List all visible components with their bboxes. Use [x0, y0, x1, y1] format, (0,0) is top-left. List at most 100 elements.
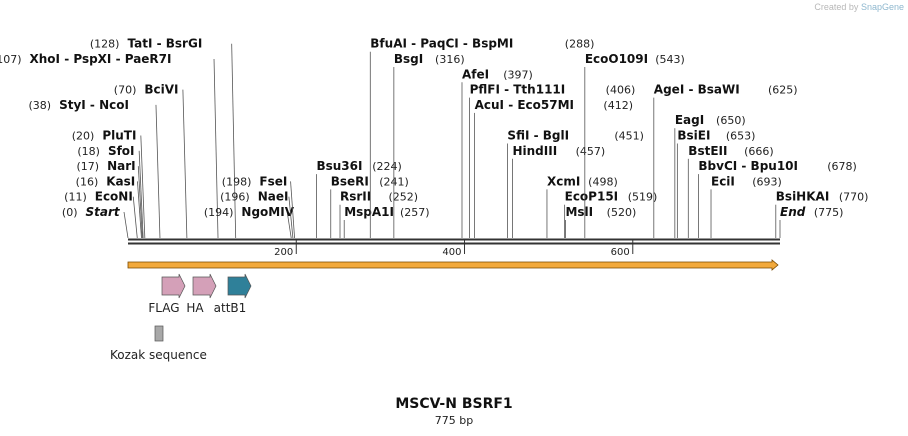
site-label: HindIII: [512, 144, 557, 158]
site-label: AgeI - BsaWI: [654, 83, 740, 97]
site-label: EcoO109I: [585, 52, 648, 66]
site-leader-line: [213, 58, 219, 239]
site-leader-line: [286, 211, 292, 239]
sequence-length: 775 bp: [434, 414, 474, 427]
site-leader-line: [231, 43, 237, 239]
site-position: (20): [72, 130, 95, 143]
site-position: (70): [114, 84, 137, 97]
site-label: NarI: [107, 159, 136, 173]
tick-label: 200: [274, 247, 293, 258]
site-position: (11): [64, 191, 87, 204]
site-label: KasI: [106, 174, 135, 188]
site-label: EciI: [711, 174, 735, 188]
site-position: (650): [716, 114, 746, 127]
site-position: (128): [90, 38, 120, 51]
site-label: PluTI: [102, 129, 136, 143]
site-position: (288): [565, 38, 595, 51]
site-position: (38): [28, 99, 51, 112]
site-label: TatI - BsrGI: [127, 37, 202, 51]
site-position: (224): [372, 160, 402, 173]
site-label: XcmI: [547, 174, 580, 188]
site-leader-line: [182, 89, 188, 239]
site-position: (18): [77, 145, 100, 158]
site-position: (194): [204, 206, 234, 219]
site-label: Start: [86, 205, 121, 219]
site-label: BsiEI: [677, 129, 710, 143]
site-position: (653): [726, 130, 756, 143]
site-position: (678): [827, 160, 857, 173]
site-leader-line: [290, 181, 295, 239]
site-position: (412): [603, 99, 633, 112]
site-leader-line: [137, 166, 143, 239]
site-position: (693): [752, 175, 782, 188]
site-label: End: [780, 205, 806, 219]
site-position: (406): [606, 84, 636, 97]
site-leader-line: [138, 150, 144, 239]
flag-feature-arrow: [161, 273, 186, 299]
map-title: MSCV-N BSRF1: [395, 396, 513, 412]
site-position: (519): [628, 191, 658, 204]
site-label: XhoI - PspXI - PaeR7I: [30, 52, 172, 66]
site-position: (457): [576, 145, 606, 158]
credit-prefix: Created by: [814, 2, 859, 12]
site-label: BsiHKAI: [776, 190, 830, 204]
snapgene-credit: Created by SnapGene: [814, 2, 904, 12]
site-label: AcuI - Eco57MI: [475, 98, 574, 112]
site-position: (257): [400, 206, 430, 219]
site-label: BciVI: [144, 83, 178, 97]
site-label: SfiI - BglI: [507, 129, 569, 143]
site-label: EagI: [675, 113, 704, 127]
site-position: (196): [220, 191, 250, 204]
site-label: PflFI - Tth111I: [470, 83, 566, 97]
site-position: (520): [607, 206, 637, 219]
site-label: StyI - NcoI: [59, 98, 129, 112]
site-position: (107): [0, 53, 22, 66]
tick-label: 400: [442, 247, 461, 258]
feature-label: FLAG: [148, 301, 179, 315]
site-label: EcoNI: [95, 190, 133, 204]
site-position: (16): [76, 175, 99, 188]
feature-label: Kozak sequence: [110, 348, 207, 362]
site-label: BseRI: [331, 174, 369, 188]
site-leader-line: [132, 196, 138, 239]
site-position: (625): [768, 84, 798, 97]
snapgene-brand: SnapGene: [860, 2, 904, 12]
site-position: (498): [588, 175, 618, 188]
site-leader-line: [123, 211, 129, 239]
orf-arrow: [127, 259, 779, 271]
site-label: AfeI: [462, 67, 489, 81]
site-label: MspA1I: [344, 205, 394, 219]
ha-feature-arrow: [192, 273, 217, 299]
site-label: EcoP15I: [565, 190, 619, 204]
site-position: (198): [222, 175, 252, 188]
site-label: BbvCI - Bpu10I: [698, 159, 798, 173]
site-position: (775): [814, 206, 844, 219]
site-label: MslI: [565, 205, 593, 219]
attb1-feature-arrow: [227, 273, 252, 299]
site-label: RsrII: [340, 190, 371, 204]
site-position: (252): [389, 191, 419, 204]
site-position: (543): [655, 53, 685, 66]
site-position: (770): [839, 191, 869, 204]
feature-label: attB1: [214, 301, 247, 315]
site-leader-line: [288, 196, 294, 239]
site-label: BfuAI - PaqCI - BspMI: [370, 37, 513, 51]
site-leader-line: [140, 135, 146, 239]
tick-label: 600: [611, 247, 630, 258]
site-label: FseI: [259, 174, 287, 188]
site-label: NgoMIV: [241, 205, 294, 219]
site-label: BstEII: [688, 144, 727, 158]
site-position: (17): [77, 160, 100, 173]
site-position: (397): [503, 68, 533, 81]
site-position: (0): [62, 206, 78, 219]
site-position: (666): [744, 145, 774, 158]
site-label: BsgI: [394, 52, 423, 66]
kozak-feature-box: [154, 325, 164, 342]
site-leader-line: [137, 181, 142, 239]
site-label: Bsu36I: [316, 159, 362, 173]
site-label: NaeI: [258, 190, 289, 204]
site-label: SfoI: [108, 144, 135, 158]
site-leader-line: [155, 104, 161, 239]
feature-label: HA: [186, 301, 204, 315]
